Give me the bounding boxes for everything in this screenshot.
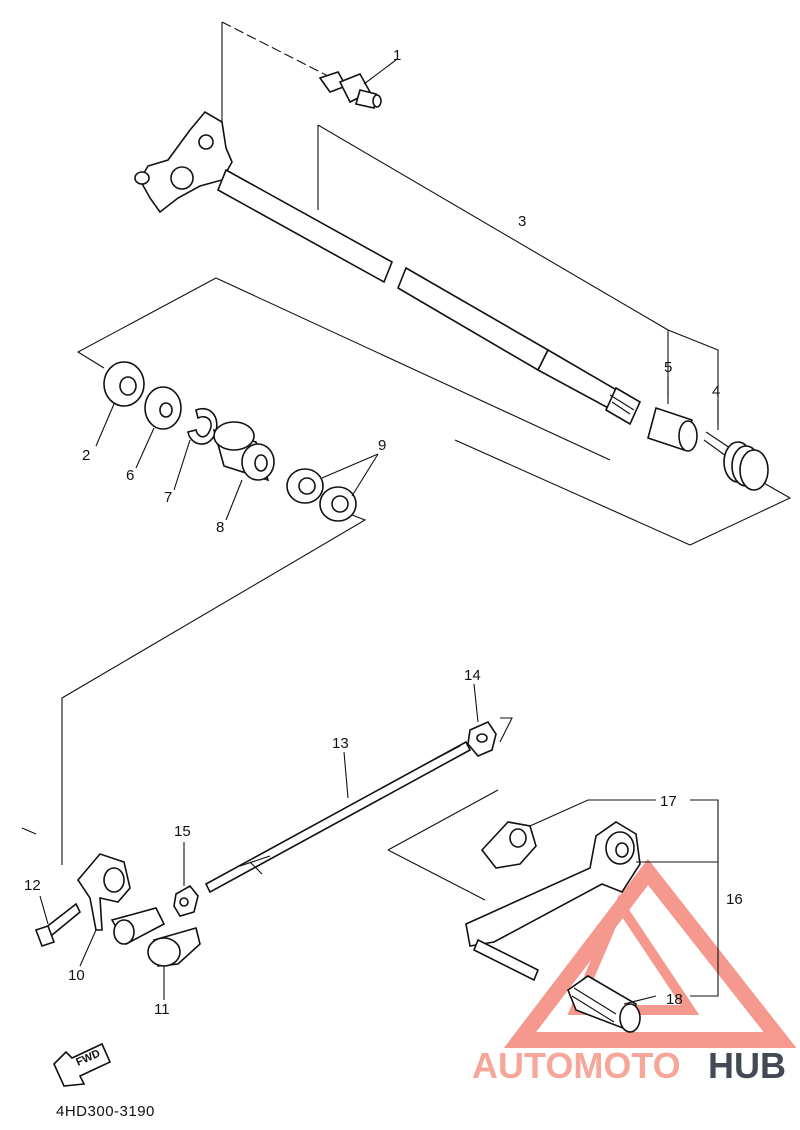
- fwd-arrow-icon: FWD: [53, 1042, 112, 1087]
- part-1-bolt: [318, 71, 382, 109]
- upper-guide-lines: [61, 21, 792, 865]
- callout-14: 14: [464, 667, 481, 684]
- part-14-nut: [467, 720, 497, 757]
- callout-3: 3: [518, 213, 526, 230]
- watermark-text-light: AUTOMOTO: [472, 1045, 681, 1086]
- callout-7: 7: [164, 489, 172, 506]
- drawing-code: 4HD300-3190: [56, 1103, 155, 1120]
- lower-guide-lines: [21, 717, 513, 901]
- callout-15: 15: [174, 823, 191, 840]
- callout-8: 8: [216, 519, 224, 536]
- watermark-text: AUTOMOTO HUB: [472, 1045, 786, 1086]
- part-9-bearing-a: [286, 468, 324, 504]
- part-12-bolt: [34, 902, 82, 948]
- callout-18: 18: [666, 991, 683, 1008]
- part-2-seal: [103, 361, 145, 407]
- part-18-pedal-rubber: [567, 975, 641, 1033]
- shift-shaft: [134, 110, 642, 426]
- part-4-spring: [703, 431, 769, 491]
- callout-11: 11: [154, 1001, 170, 1018]
- callout-5: 5: [664, 359, 672, 376]
- callout-labels: 1 2 3 4 5 6 7 8 9 10 11 12 13 14 15 16 1…: [24, 47, 743, 1018]
- callout-6: 6: [126, 467, 134, 484]
- callout-10: 10: [68, 967, 85, 984]
- callout-4: 4: [712, 383, 720, 400]
- callout-9: 9: [378, 437, 386, 454]
- callout-16: 16: [726, 891, 743, 908]
- callout-17: 17: [660, 793, 677, 810]
- part-8-bushing: [212, 421, 275, 482]
- part-11-joint: [147, 927, 201, 967]
- part-17-pivot-bolt: [480, 821, 537, 869]
- callout-13: 13: [332, 735, 349, 752]
- leader-lines: [39, 59, 719, 1005]
- watermark-text-dark: HUB: [708, 1045, 786, 1086]
- part-10-lever: [77, 853, 166, 946]
- part-6-washer: [144, 386, 182, 430]
- callout-2: 2: [82, 447, 90, 464]
- part-15-nut: [173, 884, 199, 917]
- part-13-shift-rod: [204, 740, 472, 894]
- callout-1: 1: [393, 47, 401, 64]
- part-9-bearing-b: [319, 486, 357, 522]
- part-16-shift-pedal: [465, 821, 641, 982]
- part-5-collar: [647, 406, 698, 452]
- part-7-circlip: [187, 407, 218, 445]
- callout-12: 12: [24, 877, 41, 894]
